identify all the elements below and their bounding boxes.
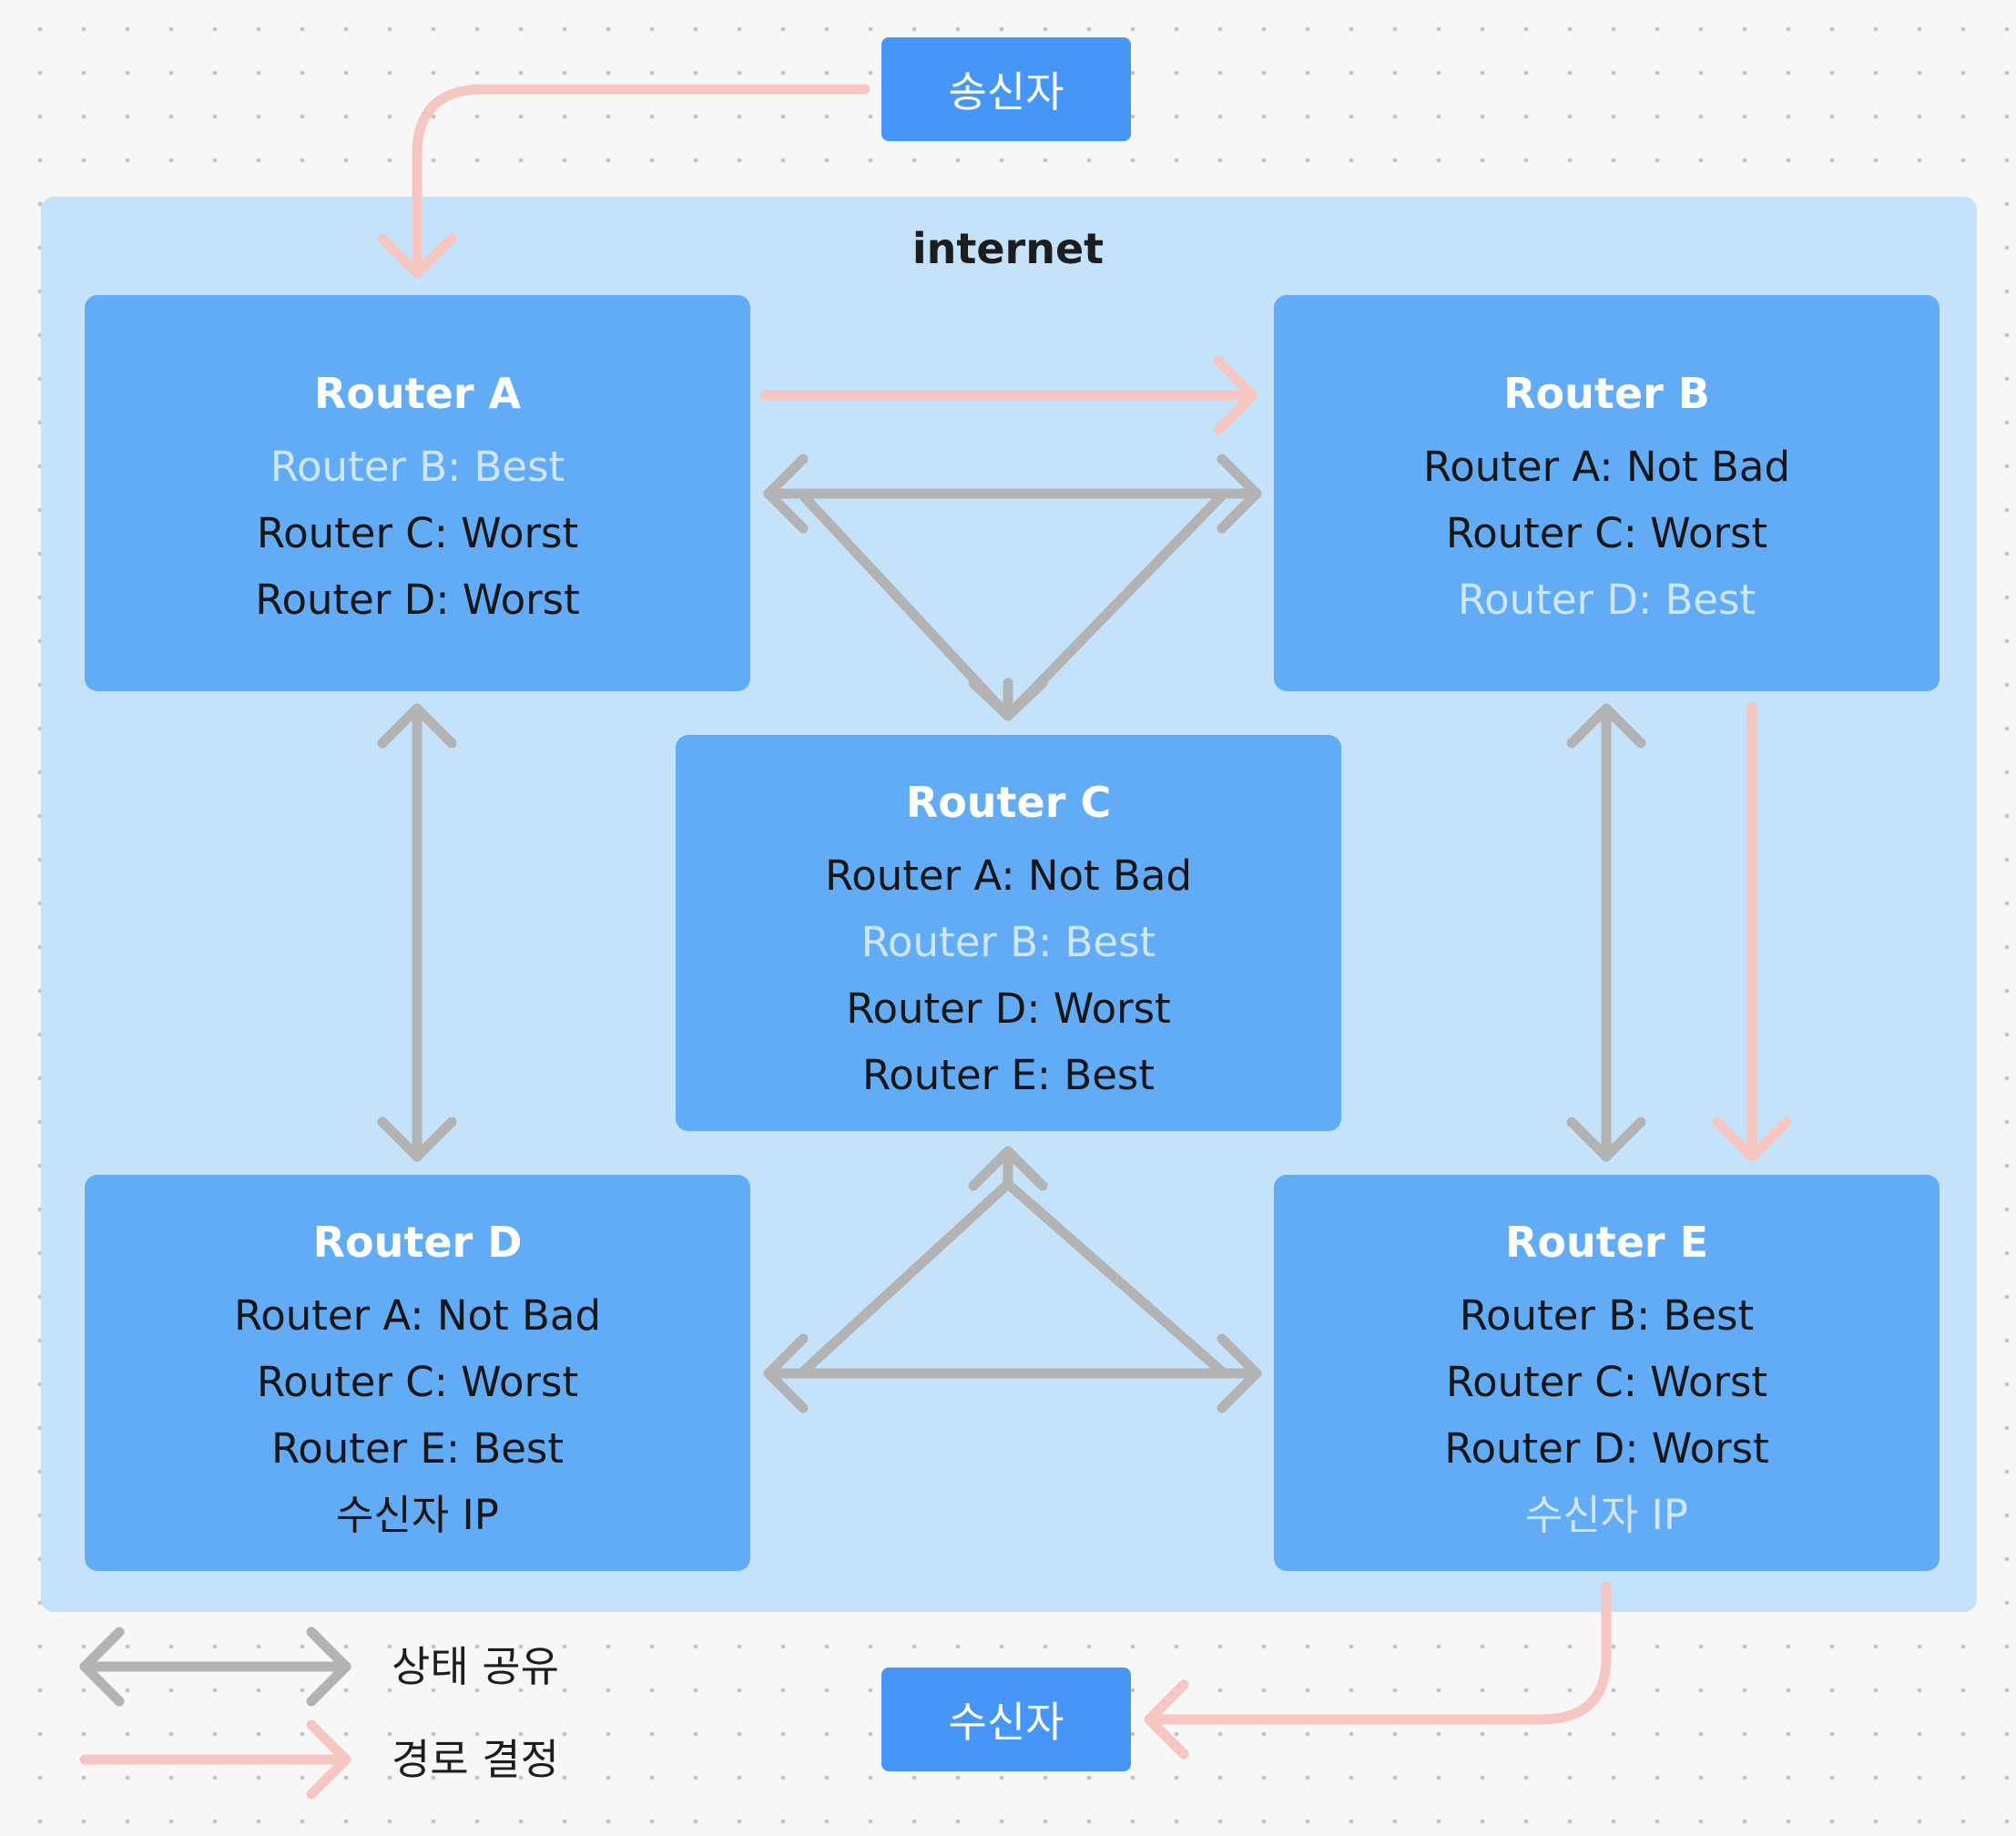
legend-route-decision-label: 경로 결정	[392, 1735, 559, 1784]
route-entry: Router A: Not Bad	[233, 1291, 602, 1340]
receiver-node: 수신자	[881, 1668, 1131, 1771]
legend-state-share-arrow	[79, 1627, 351, 1707]
route-entry: Router A: Not Bad	[1422, 443, 1791, 491]
route-entry: Router C: Worst	[256, 509, 579, 557]
sender-node: 송신자	[881, 37, 1131, 141]
route-arrow-sender-a	[377, 84, 871, 279]
state-share-arrow-d-c	[796, 1146, 1048, 1379]
state-share-arrow-b-c	[1003, 488, 1229, 721]
route-arrow-a-b	[759, 355, 1258, 435]
state-share-arrow-e-c	[1003, 1178, 1229, 1379]
legend-state-share-label: 상태 공유	[392, 1642, 559, 1691]
route-entry: Router C: Worst	[1445, 509, 1768, 557]
state-share-arrow-a-b	[763, 454, 1262, 534]
route-arrow-e-receiver	[1144, 1581, 1612, 1760]
router-b: Router B Router A: Not Bad Router C: Wor…	[1274, 295, 1940, 691]
router-e: Router E Router B: Best Router C: Worst …	[1274, 1175, 1940, 1571]
state-share-arrow-b-e	[1566, 703, 1646, 1162]
router-d: Router D Router A: Not Bad Router C: Wor…	[85, 1175, 750, 1571]
route-entry: Router D: Worst	[255, 576, 580, 624]
route-entry: 수신자 IP	[1525, 1491, 1688, 1539]
router-title: Router A	[313, 369, 522, 418]
router-c: Router C Router A: Not Bad Router B: Bes…	[676, 735, 1341, 1131]
router-a: Router A Router B: Best Router C: Worst …	[85, 295, 750, 691]
route-entry: Router B: Best	[270, 443, 565, 491]
legend-route-decision-arrow	[79, 1719, 351, 1800]
route-entry: Router E: Best	[862, 1051, 1155, 1099]
router-title: Router C	[905, 778, 1112, 827]
state-share-arrow-d-e	[763, 1333, 1262, 1413]
router-title: Router D	[312, 1218, 523, 1267]
route-entry: Router E: Best	[271, 1424, 564, 1473]
route-entry: Router B: Best	[860, 918, 1156, 966]
route-entry: Router D: Worst	[1444, 1424, 1769, 1473]
route-arrow-b-e	[1712, 701, 1792, 1162]
route-entry: Router C: Worst	[1445, 1358, 1768, 1406]
route-entry: Router D: Worst	[846, 984, 1171, 1033]
route-entry: Router A: Not Bad	[824, 852, 1193, 900]
internet-label: internet	[911, 224, 1105, 273]
router-title: Router B	[1503, 369, 1710, 418]
route-entry: 수신자 IP	[336, 1491, 499, 1539]
state-share-arrow-a-d	[377, 703, 457, 1162]
router-title: Router E	[1504, 1218, 1709, 1267]
route-entry: Router C: Worst	[256, 1358, 579, 1406]
route-entry: Router B: Best	[1459, 1291, 1755, 1340]
route-entry: Router D: Best	[1457, 576, 1756, 624]
